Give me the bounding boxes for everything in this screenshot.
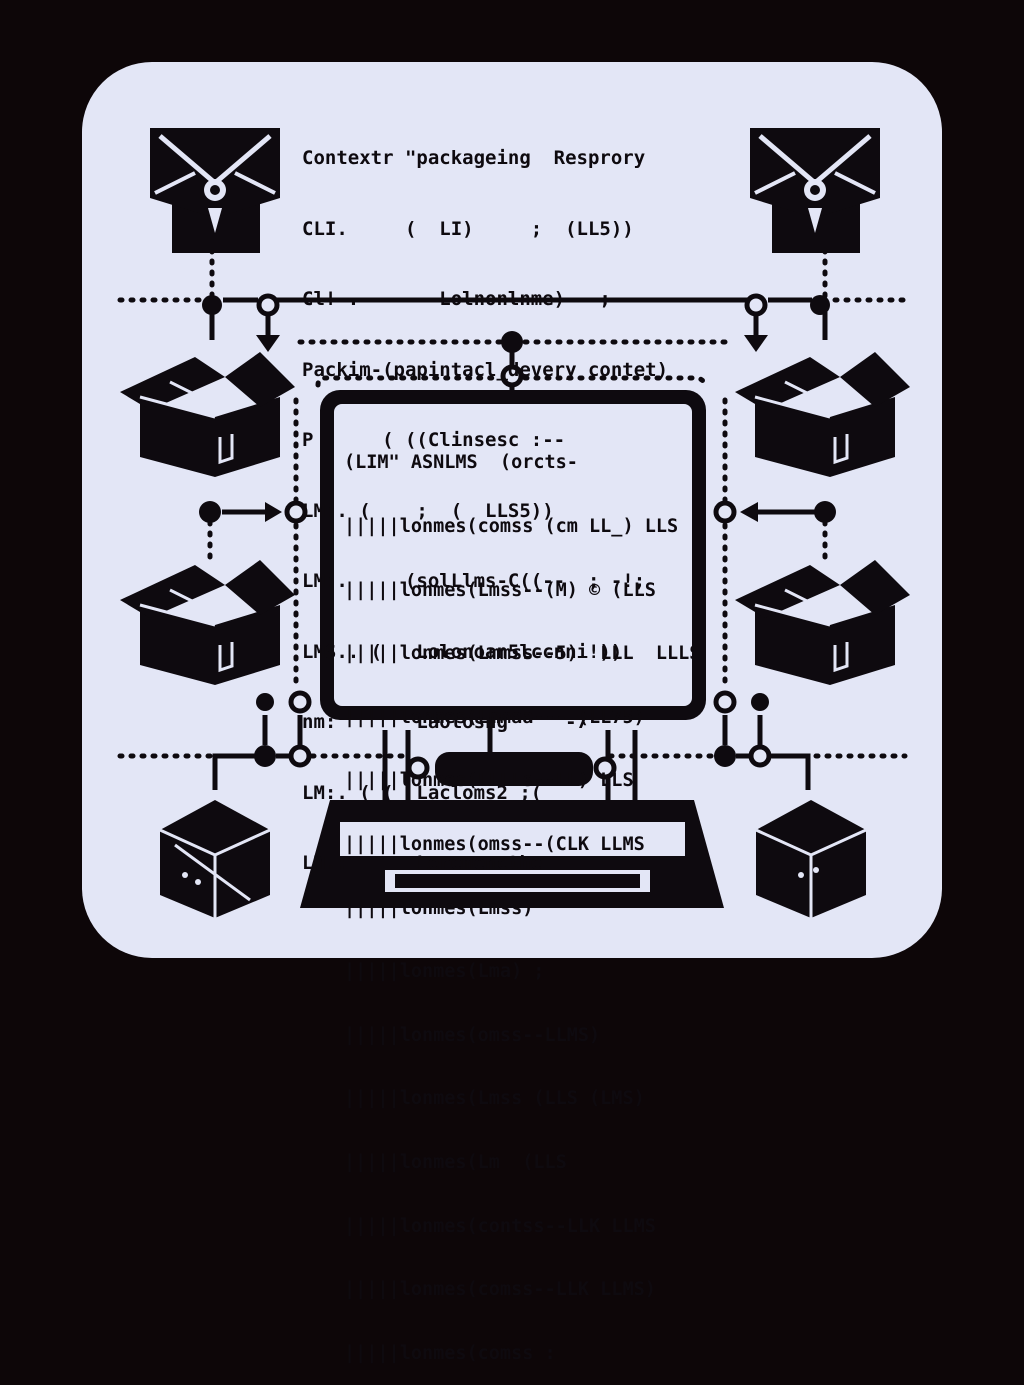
computer-monitor-icon [320,390,706,786]
screen-line: |||||lonmes(comss (cm LL_) LLS [344,516,679,537]
diagram-canvas [82,62,942,958]
header-line: Contextr "packageing Resprory [302,147,646,169]
keyboard-icon [300,800,724,908]
connector-lines [117,247,908,800]
header-line: LM.: Leremencthe [302,852,543,874]
screen-line: |||||lonmes(Lmss--(M) © (LLS [344,579,656,601]
connector-nodes [199,293,836,780]
header-line: nm: Laolosng -7 [302,711,588,733]
open-box-icon [735,560,910,685]
screen-line: |||||lonmes(Lmmss--5) LLL LLLS [344,643,694,665]
open-box-icon [120,560,295,685]
screen-line: |||||lonmes(Lma) ; [344,961,545,983]
screen-line: |||||lonmes(contss--LLK LLMS [344,1215,656,1237]
header-text-block: Contextr "packageing Resprory CLI. ( LI)… [302,100,722,899]
header-line: Packim-(papintacl_devery contet) [302,358,669,381]
delivery-envelope-icon [750,128,880,253]
delivery-envelope-icon [150,128,280,253]
diagram-stage: Contextr "packageing Resprory CLI. ( LI)… [82,62,942,958]
open-box-icon [735,352,910,477]
header-line: LM:. ( ( Lacloms2 ;( [302,781,543,804]
screen-line: |||||lonmes(comss--LLK LLMS) [344,1279,656,1301]
screen-line: |||||lonmes(Lmss) [344,897,534,919]
header-line: CLI. ( LI) ; (LL5)) [302,217,634,240]
header-line: LMS.. ( Lolonoan5lccnni!)) [302,640,623,663]
screen-line: |||||lonmes(Lmss (LLS (LMS) [344,1088,645,1110]
screen-line: |||||lonmes(omss--(CLK LLMS [344,833,645,855]
header-line: LM:. (solLlms-C((-- ; -!; [302,570,646,592]
screen-line: |||||lonmes(LLLLs--LL) LLS [344,770,634,792]
open-box-icon [120,352,295,477]
header-line: Cl! . Lolnonlnme) ; [302,288,611,310]
screen-line: |||||lonmes(omss--LLMS) [344,1024,601,1046]
cube-icon [159,800,271,918]
header-line: P ( ((Clinsesc :-- [302,429,566,451]
monitor-screen-text: (LIM" ASNLMS (orcts- |||||lonmes(comss (… [344,410,694,1385]
header-line: LM:. ( ; ( LLS5)) [302,499,554,522]
screen-line: |||||lonmes(comss : [344,1342,556,1364]
cube-icon [755,800,867,918]
screen-line: |||||lonmes(Lm (LLS [344,1151,567,1173]
screen-line: (LIM" ASNLMS (orcts- [344,452,578,474]
screen-line: |||||lonmes(Lmmaa--- (LL75) [344,706,645,728]
